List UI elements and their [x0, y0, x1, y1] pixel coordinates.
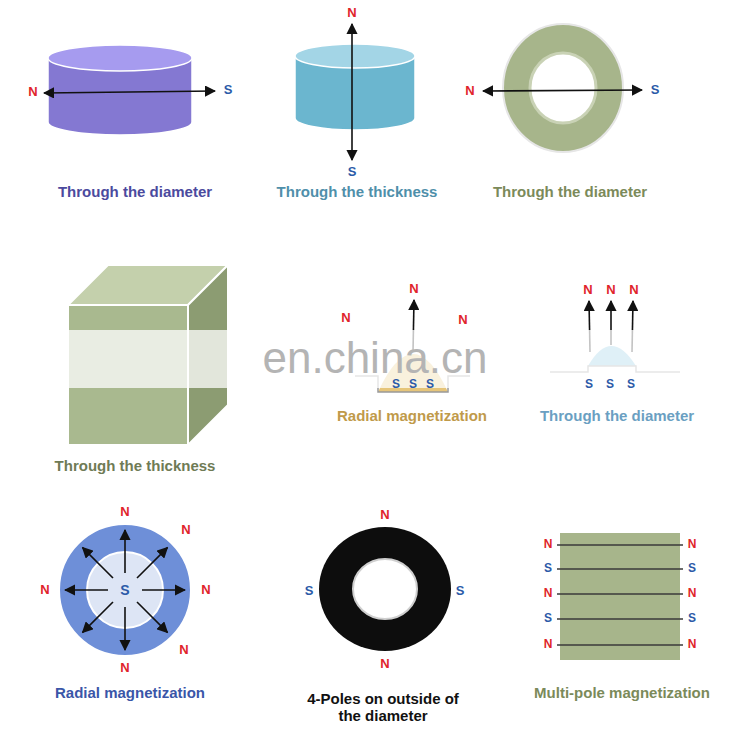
pole-label: S — [305, 584, 314, 599]
pole-label: S — [688, 562, 696, 576]
pole-line — [557, 618, 683, 619]
pole-label: N — [341, 311, 350, 326]
field-arrow — [124, 530, 126, 573]
watermark: en.china.cn — [262, 333, 487, 384]
pole-label: S — [606, 378, 614, 392]
pole-label: N — [606, 283, 615, 298]
pole-label: N — [688, 587, 697, 601]
pole-label: S — [120, 582, 129, 598]
pole-label: N — [629, 283, 638, 298]
pole-label: N — [544, 538, 553, 552]
pole-label: S — [651, 83, 660, 98]
four-pole-ring — [319, 527, 451, 651]
pole-label: S — [544, 612, 552, 626]
pole-label: N — [201, 583, 210, 598]
field-arrow — [83, 602, 113, 632]
pole-label: S — [348, 165, 357, 180]
pole-label: S — [544, 562, 552, 576]
pole-label: N — [179, 643, 188, 658]
pole-label: N — [409, 282, 418, 297]
caption: Through the thickness — [55, 457, 216, 474]
field-arrow — [142, 589, 185, 591]
pole-label: S — [627, 378, 635, 392]
caption: Through the diameter — [540, 407, 694, 424]
multipole-plate — [557, 533, 683, 660]
pole-label: N — [380, 508, 389, 523]
pole-label: S — [456, 584, 465, 599]
pole-label: N — [544, 638, 553, 652]
watermark-band — [0, 330, 750, 388]
caption: Through the diameter — [58, 183, 212, 200]
cylinder-magnet — [44, 45, 215, 135]
caption: Through the thickness — [277, 183, 438, 200]
pole-label: N — [120, 505, 129, 520]
pole-label: N — [347, 6, 356, 21]
caption: 4-Poles on outside of the diameter — [296, 690, 471, 725]
field-arrow — [83, 548, 113, 578]
pole-label: N — [28, 85, 37, 100]
pole-line — [557, 644, 683, 645]
caption: Radial magnetization — [337, 407, 487, 424]
caption: Radial magnetization — [55, 684, 205, 701]
pole-label: N — [120, 661, 129, 676]
pole-label: N — [40, 583, 49, 598]
pole-label: N — [688, 638, 697, 652]
caption: Through the diameter — [493, 183, 647, 200]
pole-line — [557, 544, 683, 545]
pole-label: N — [583, 283, 592, 298]
caption: Multi-pole magnetization — [534, 684, 710, 701]
pole-label: N — [380, 657, 389, 672]
radial-ring-magnet — [59, 524, 191, 656]
pole-label: N — [465, 84, 474, 99]
field-arrow — [137, 602, 167, 632]
pole-label: S — [688, 612, 696, 626]
pole-label: S — [224, 83, 233, 98]
pole-label: N — [688, 538, 697, 552]
cylinder-magnet — [295, 24, 415, 160]
pole-line — [557, 568, 683, 569]
ring-magnet — [483, 24, 642, 152]
field-arrow — [137, 548, 167, 578]
pole-label: N — [458, 313, 467, 328]
field-arrow — [124, 607, 126, 650]
pole-label: S — [585, 378, 593, 392]
field-arrow — [65, 589, 108, 591]
pole-label: N — [181, 523, 190, 538]
pole-line — [557, 593, 683, 594]
pole-label: N — [544, 587, 553, 601]
